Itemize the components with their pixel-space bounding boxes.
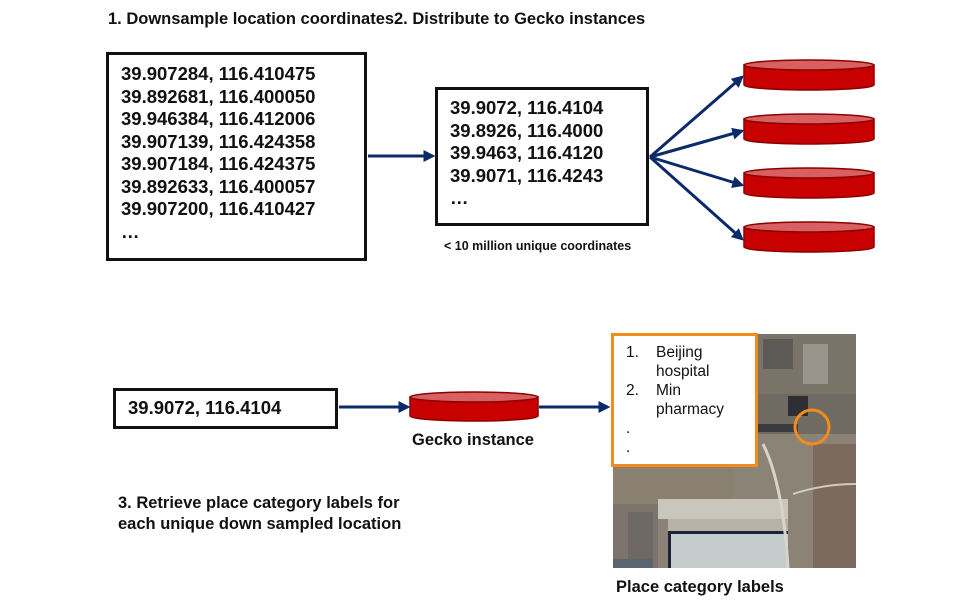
gecko-instance-db bbox=[743, 113, 875, 145]
query-coordinate-box: 39.9072, 116.4104 bbox=[113, 388, 338, 429]
raw-coordinate: 39.892633, 116.400057 bbox=[121, 175, 316, 197]
downsampled-coordinates-list: 39.9072, 116.4104 39.8926, 116.4000 39.9… bbox=[438, 90, 646, 210]
place-label-number: 1. bbox=[626, 344, 639, 361]
gecko-instance-db bbox=[743, 221, 875, 253]
raw-coordinate: 39.946384, 116.412006 bbox=[121, 108, 316, 129]
raw-coordinate: 39.892681, 116.400050 bbox=[121, 85, 316, 107]
distribute-arrow bbox=[649, 127, 745, 159]
distribute-arrow bbox=[649, 155, 745, 188]
place-label-line: Beijing bbox=[656, 344, 703, 361]
place-label-dot: . bbox=[626, 439, 631, 456]
place-label-text: Beijing hospital bbox=[656, 343, 709, 381]
downsampled-coordinate: 39.9071, 116.4243 bbox=[450, 164, 604, 186]
place-category-caption: Place category labels bbox=[616, 578, 784, 596]
downsampled-coordinate: 39.9072, 116.4104 bbox=[450, 97, 604, 118]
location-highlight-circle bbox=[793, 408, 831, 446]
raw-coordinate: 39.907284, 116.410475 bbox=[121, 63, 316, 84]
unique-count-note: < 10 million unique coordinates bbox=[444, 239, 632, 253]
distribute-arrow bbox=[649, 75, 744, 159]
step3-title-line2: each unique down sampled location bbox=[118, 515, 402, 533]
raw-coordinate: 39.907139, 116.424358 bbox=[121, 130, 316, 152]
distribute-arrow bbox=[649, 155, 744, 241]
step3-title-line1: 3. Retrieve place category labels for bbox=[118, 494, 400, 512]
query-coordinate: 39.9072, 116.4104 bbox=[128, 397, 282, 418]
raw-coordinates-list: 39.907284, 116.410475 39.892681, 116.400… bbox=[109, 55, 364, 243]
downsampled-coordinates-box: 39.9072, 116.4104 39.8926, 116.4000 39.9… bbox=[435, 87, 649, 226]
gecko-instance-db bbox=[743, 59, 875, 91]
step1-title: 1. Downsample location coordinates bbox=[108, 10, 395, 28]
downsampled-coordinate: 39.9463, 116.4120 bbox=[450, 142, 604, 163]
gecko-instance-db-query bbox=[409, 391, 539, 422]
step3-title: 3. Retrieve place category labels for ea… bbox=[118, 493, 401, 535]
raw-coordinate: 39.907200, 116.410427 bbox=[121, 198, 316, 219]
downsampled-coordinate: 39.8926, 116.4000 bbox=[450, 119, 604, 141]
gecko-instance-label: Gecko instance bbox=[412, 431, 534, 449]
place-label-line: pharmacy bbox=[656, 401, 725, 418]
place-label-item: 2. Min pharmacy bbox=[626, 381, 755, 419]
gecko-instance-db bbox=[743, 167, 875, 199]
place-label-text: Min pharmacy bbox=[656, 381, 724, 419]
raw-coordinate-ellipsis: … bbox=[121, 220, 140, 242]
raw-coordinate: 39.907184, 116.424375 bbox=[121, 153, 316, 174]
step2-title: 2. Distribute to Gecko instances bbox=[394, 10, 646, 28]
place-label-line: Min bbox=[656, 382, 681, 399]
place-label-line: hospital bbox=[656, 363, 710, 380]
place-labels-box: 1. Beijing hospital 2. Min pharmacy . . bbox=[611, 333, 758, 467]
place-labels-list: 1. Beijing hospital 2. Min pharmacy . . bbox=[614, 336, 755, 457]
place-label-item: 1. Beijing hospital bbox=[626, 343, 755, 381]
place-label-number: 2. bbox=[626, 382, 639, 399]
place-label-dot: . bbox=[626, 420, 631, 437]
downsampled-coordinate-ellipsis: … bbox=[450, 187, 469, 208]
raw-coordinates-box: 39.907284, 116.410475 39.892681, 116.400… bbox=[106, 52, 367, 261]
